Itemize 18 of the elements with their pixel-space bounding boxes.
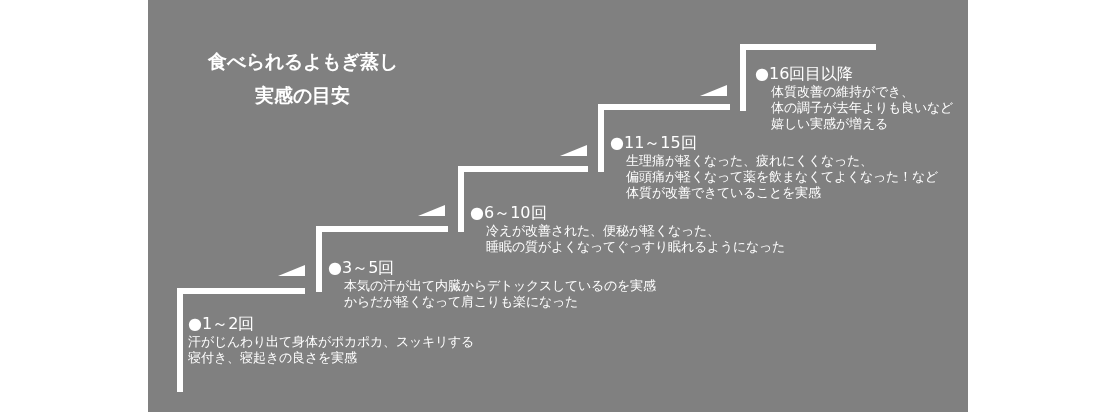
step-heading: ●3～5回 [328, 258, 396, 278]
step-heading: ●1～2回 [188, 314, 256, 334]
step-text: 嬉しい実感が増える [771, 116, 889, 132]
step-text: 体質改善の維持ができ、 [771, 84, 915, 100]
step-heading: ●6～10回 [470, 203, 548, 223]
step-text: 本気の汗が出て内臓からデトックスしているのを実感 [344, 278, 656, 294]
step-text: 冷えが改善された、便秘が軽くなった、 [486, 223, 721, 239]
step-text: 寝付き、寝起きの良さを実感 [188, 350, 358, 366]
step-text: 汗がじんわり出て身体がポカポカ、スッキリする [188, 334, 474, 350]
title: 食べられるよもぎ蒸し実感の目安 [206, 49, 399, 108]
step-text: 睡眠の質がよくなってぐっすり眠れるようになった [486, 239, 785, 255]
step-text: 体質が改善できていることを実感 [626, 185, 822, 201]
step-heading: ●11～15回 [610, 133, 698, 153]
step-text: 偏頭痛が軽くなって薬を飲まなくてよくなった！など [626, 169, 938, 185]
step-text: からだが軽くなって肩こりも楽になった [344, 294, 579, 310]
step-text: 体の調子が去年よりも良いなど [771, 100, 953, 116]
step-text: 生理痛が軽くなった、疲れにくくなった、 [626, 153, 874, 169]
step-heading: ●16回目以降 [755, 64, 855, 84]
